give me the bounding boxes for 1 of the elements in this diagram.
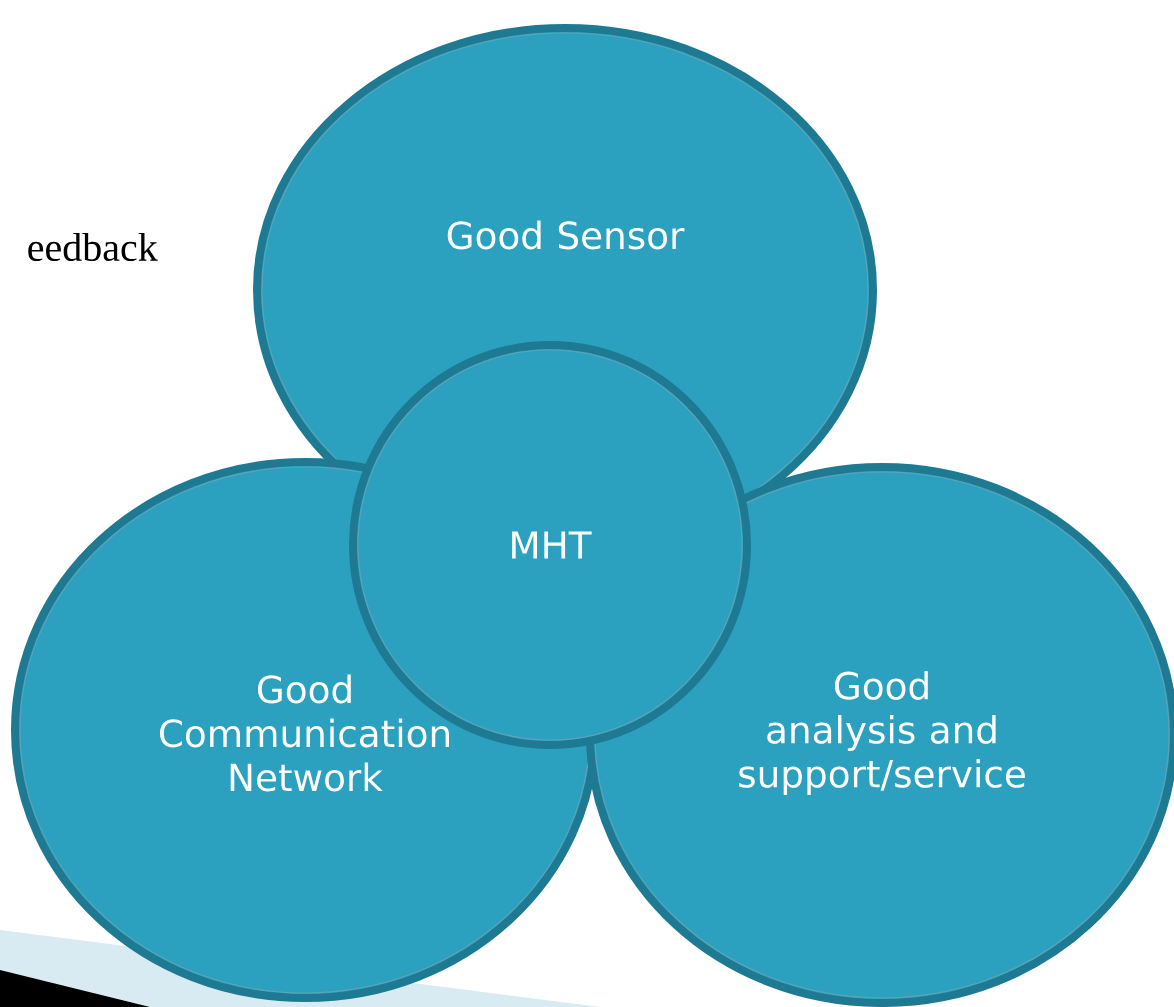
body-text: eedback xyxy=(28,232,158,262)
